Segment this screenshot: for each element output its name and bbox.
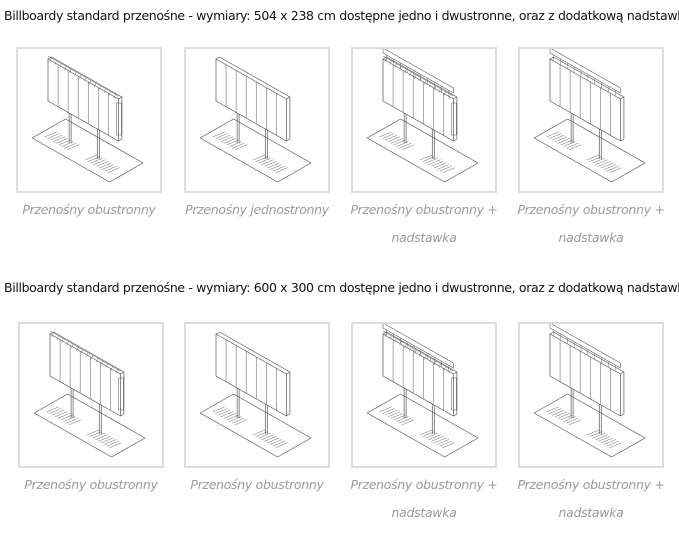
billboard-drawing <box>33 330 146 458</box>
billboard-image-card[interactable] <box>16 47 162 193</box>
billboard-image-card[interactable] <box>184 322 330 468</box>
billboard-drawing <box>199 56 312 183</box>
section-title: Billboardy standard przenośne - wymiary:… <box>4 280 679 295</box>
billboard-drawing <box>199 331 312 458</box>
billboard-image-card[interactable] <box>351 47 497 193</box>
billboard-image-card[interactable] <box>18 322 164 468</box>
billboard-caption: Przenośny obustronny + nadstawka <box>517 202 665 245</box>
billboard-drawing <box>533 324 646 458</box>
billboard-caption: Przenośny obustronny <box>24 477 158 492</box>
billboard-caption: Przenośny obustronny + nadstawka <box>350 202 498 245</box>
billboard-caption: Przenośny obustronny <box>22 202 156 217</box>
billboard-drawing <box>366 324 479 458</box>
billboard-caption: Przenośny jednostronny <box>185 202 329 217</box>
billboard-drawing <box>366 49 479 183</box>
billboard-caption: Przenośny obustronny + nadstawka <box>350 477 498 520</box>
billboard-caption: Przenośny obustronny <box>190 477 324 492</box>
billboard-drawing <box>533 49 646 183</box>
billboard-drawing <box>31 55 144 183</box>
billboard-image-card[interactable] <box>518 47 664 193</box>
section-title: Billboardy standard przenośne - wymiary:… <box>4 8 679 23</box>
billboard-image-card[interactable] <box>518 322 664 468</box>
billboard-image-card[interactable] <box>184 47 330 193</box>
billboard-caption: Przenośny obustronny + nadstawka <box>517 477 665 520</box>
billboard-image-card[interactable] <box>351 322 497 468</box>
